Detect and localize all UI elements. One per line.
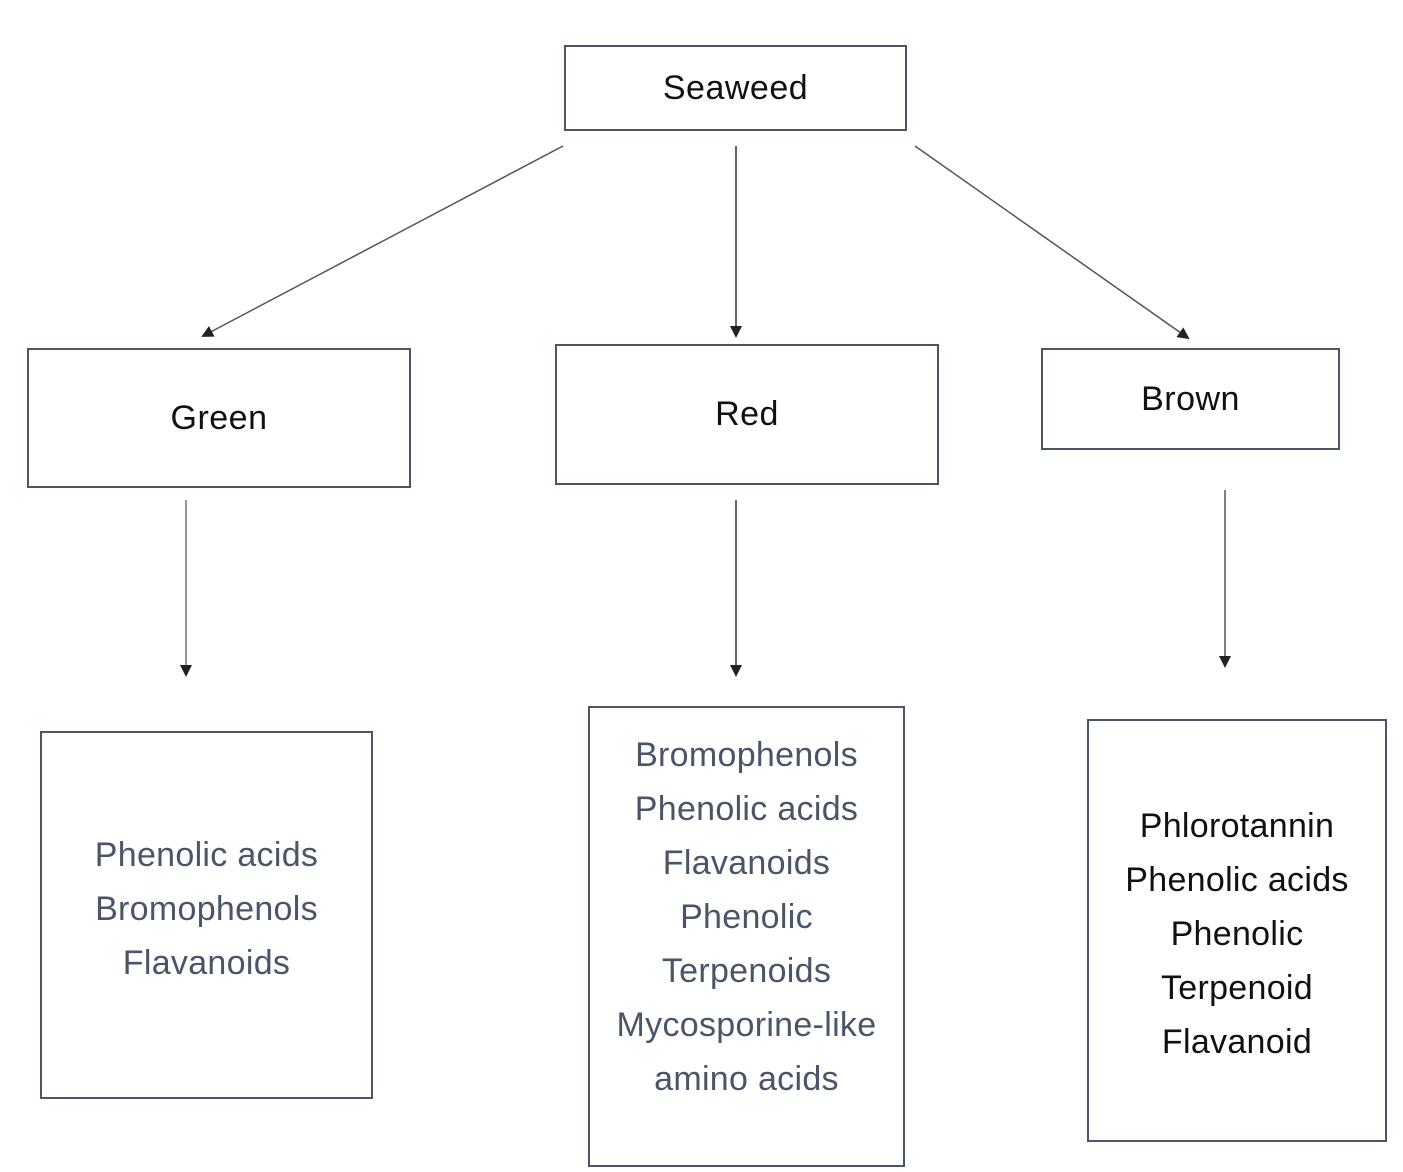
red-compound-item: Bromophenols xyxy=(635,736,858,774)
brown-node: Brown xyxy=(1041,348,1340,450)
green-compound-item: Phenolic acids xyxy=(94,836,319,874)
red-compounds-box: Bromophenols Phenolic acids Flavanoids P… xyxy=(588,706,905,1167)
green-compounds-list: Phenolic acids Bromophenols Flavanoids xyxy=(95,828,318,990)
red-compound-item: Terpenoids xyxy=(661,952,832,990)
red-compound-item: Flavanoids xyxy=(662,844,831,882)
red-compound-item: amino acids xyxy=(654,1060,839,1098)
seaweed-label: Seaweed xyxy=(662,68,809,107)
brown-label: Brown xyxy=(1141,380,1240,418)
brown-compounds-box: Phlorotannin Phenolic acids Phenolic Ter… xyxy=(1087,719,1387,1142)
green-node: Green xyxy=(27,348,411,488)
arrow-seaweed-to-brown xyxy=(914,145,1190,340)
green-compound-item: Bromophenols xyxy=(95,890,318,928)
red-compound-item: Phenolic xyxy=(680,898,813,936)
brown-compound-item: Phlorotannin xyxy=(1139,807,1335,845)
seaweed-node: Seaweed xyxy=(564,45,907,131)
brown-compound-item: Terpenoid xyxy=(1160,969,1313,1007)
green-label: Green xyxy=(170,398,268,437)
red-compounds-list: Bromophenols Phenolic acids Flavanoids P… xyxy=(617,728,877,1106)
arrow-seaweed-to-green xyxy=(201,145,564,337)
green-compounds-box: Phenolic acids Bromophenols Flavanoids xyxy=(40,731,373,1099)
brown-compound-item: Flavanoid xyxy=(1161,1023,1313,1061)
red-label: Red xyxy=(715,395,779,433)
red-compound-item: Mycosporine-like xyxy=(616,1006,877,1044)
brown-compound-item: Phenolic acids xyxy=(1125,861,1349,899)
red-node: Red xyxy=(555,344,939,485)
brown-compounds-list: Phlorotannin Phenolic acids Phenolic Ter… xyxy=(1125,799,1348,1069)
brown-compound-item: Phenolic xyxy=(1170,915,1304,953)
green-compound-item: Flavanoids xyxy=(122,944,291,982)
red-compound-item: Phenolic acids xyxy=(634,790,859,828)
